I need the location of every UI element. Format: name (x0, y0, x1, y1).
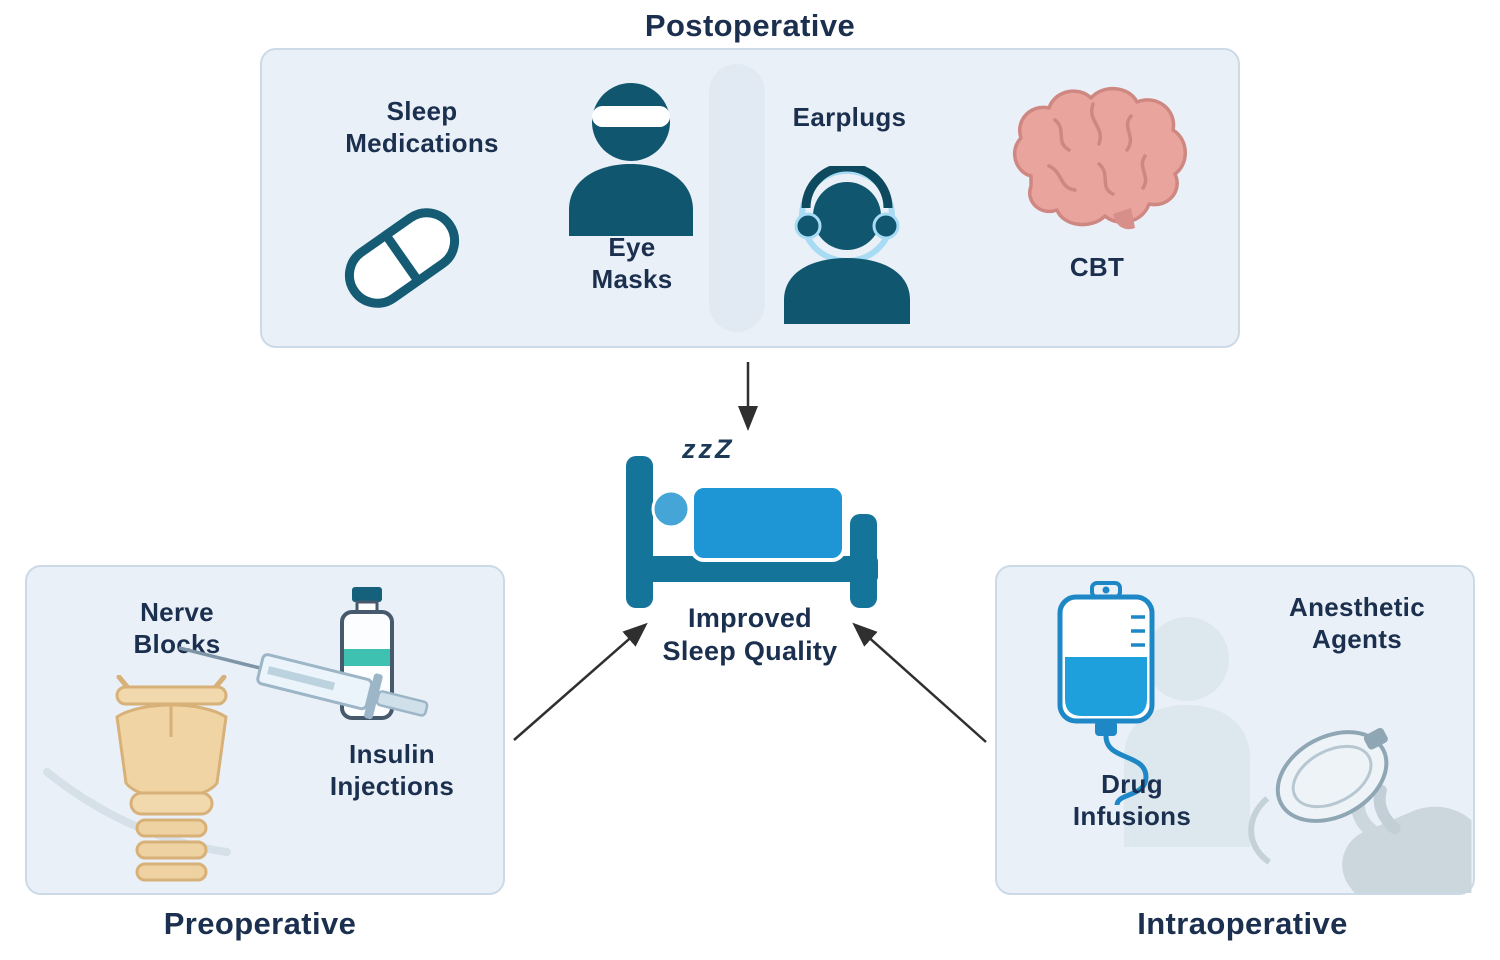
syringe-icon (167, 622, 442, 737)
postoperative-title: Postoperative (644, 8, 856, 43)
cbt-label: CBT (1069, 252, 1125, 282)
postoperative-box: Sleep Medications Eye Masks Earplugs (260, 48, 1240, 348)
earplugs-person-icon (774, 166, 920, 324)
sleep-medications-label: Sleep Medications (345, 96, 499, 158)
iv-bag-icon (1047, 581, 1165, 805)
earplugs-label: Earplugs (792, 102, 907, 132)
watermark-person (1112, 607, 1262, 847)
watermark-shape (709, 64, 765, 332)
brain-icon (997, 78, 1197, 238)
capsule-icon (332, 188, 472, 328)
drug-infusions-label: Drug Infusions (1072, 769, 1192, 831)
anesthetic-agents-label: Anesthetic Agents (1289, 592, 1425, 654)
eye-mask-person-icon (557, 76, 705, 236)
intraoperative-title: Intraoperative (1137, 906, 1348, 941)
larynx-icon (89, 675, 254, 893)
bed-sleep-icon (618, 450, 888, 608)
zzz-text: zzZ (682, 434, 735, 464)
preoperative-title: Preoperative (163, 906, 357, 941)
anesthesia-mask-icon (1227, 679, 1472, 893)
intraoperative-box: Anesthetic Agents Drug Infusions (995, 565, 1475, 895)
eye-masks-label: Eye Masks (591, 232, 673, 294)
preoperative-box: Nerve Blocks (25, 565, 505, 895)
insulin-injections-label: Insulin Injections (329, 739, 455, 801)
improved-sleep-quality-label: Improved Sleep Quality (662, 603, 838, 666)
